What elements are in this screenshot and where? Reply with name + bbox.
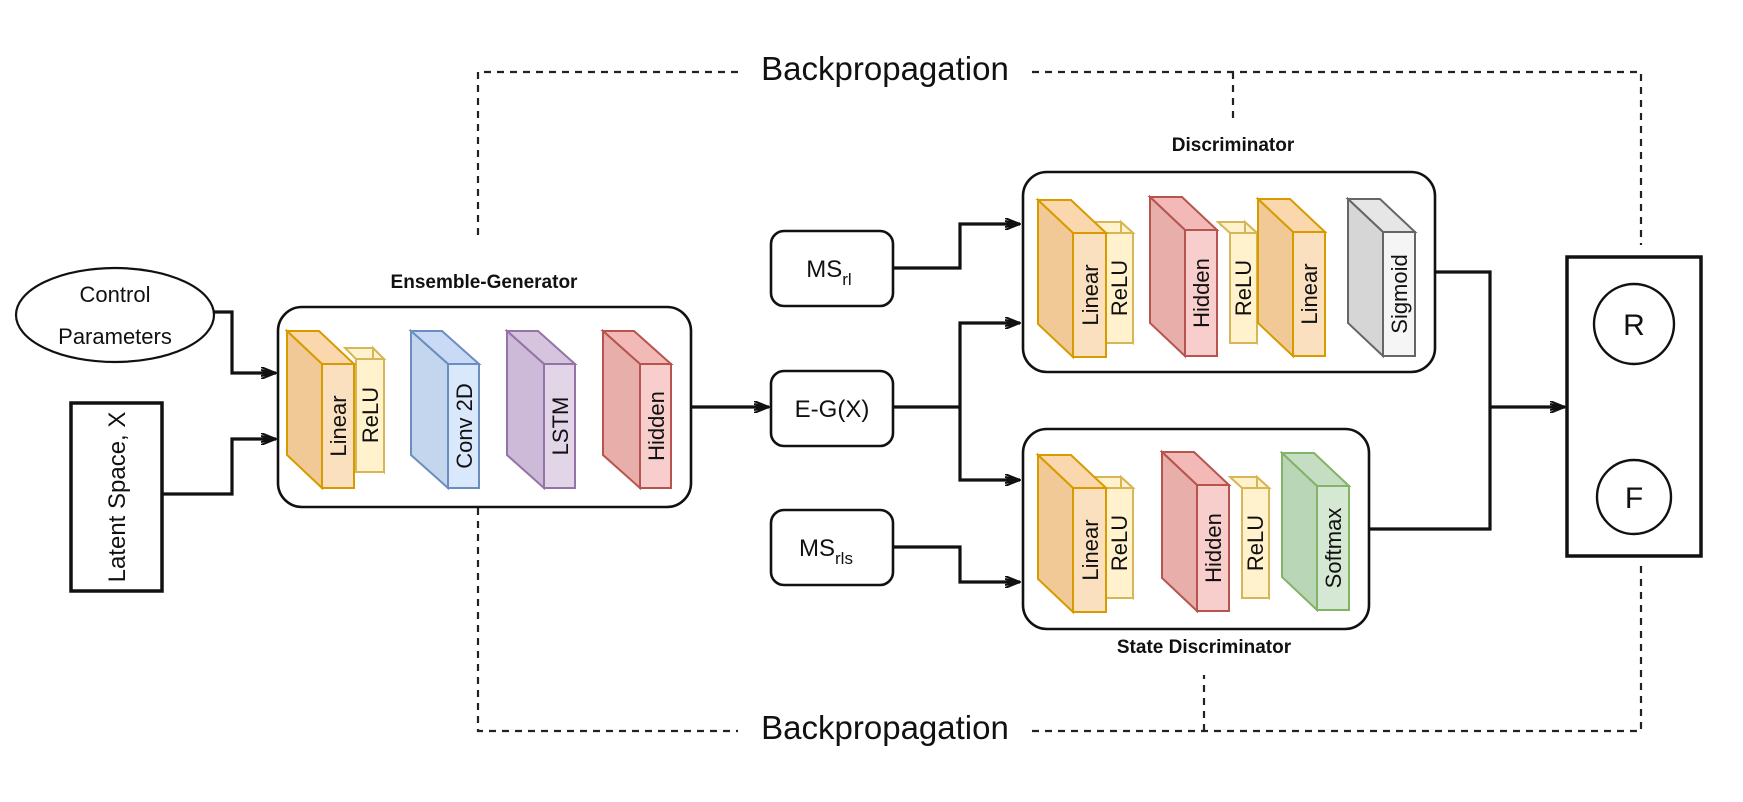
wire-state-discriminator-to-output xyxy=(1369,407,1492,531)
generator-title: Ensemble-Generator xyxy=(391,272,578,293)
backprop-label-bottom: Backpropagation xyxy=(761,709,1009,746)
discriminator-sigmoid-label: Sigmoid xyxy=(1387,254,1412,333)
state-softmax: Softmax xyxy=(1279,450,1352,613)
backprop-top: Backpropagation xyxy=(476,50,1643,245)
control-label-line2: Parameters xyxy=(58,324,172,349)
discriminator-hidden-label: Hidden xyxy=(1189,258,1214,328)
discriminator-linear2: Linear xyxy=(1255,196,1328,359)
discriminator-linear2-label: Linear xyxy=(1297,263,1322,324)
control-parameters-node: Control Parameters xyxy=(14,266,216,364)
ms-rls-node: MSrls xyxy=(769,508,895,587)
discriminator-relu2-label: ReLU xyxy=(1231,260,1256,316)
state-relu1-label: ReLU xyxy=(1107,515,1132,571)
ms-rl-label: MSrl xyxy=(806,256,851,289)
ms-rl-node: MSrl xyxy=(769,229,895,308)
discriminator-hidden-relu: ReLU Hidden xyxy=(1147,194,1260,359)
fake-label: F xyxy=(1625,482,1643,515)
control-label-line1: Control xyxy=(80,282,151,307)
wire-eg-to-state-discriminator xyxy=(958,407,1020,480)
state-hidden-label: Hidden xyxy=(1201,513,1226,583)
generator-relu-label: ReLU xyxy=(358,387,383,443)
state-softmax-label: Softmax xyxy=(1321,508,1346,589)
real-circle xyxy=(1592,282,1676,366)
state-linear-label: Linear xyxy=(1078,519,1103,580)
wire-msrls-to-state-discriminator xyxy=(893,545,1020,582)
real-label: R xyxy=(1623,309,1645,342)
ms-rls-label: MSrls xyxy=(799,535,853,568)
generator-lstm-label: LSTM xyxy=(548,397,573,456)
discriminator-relu1-label: ReLU xyxy=(1107,260,1132,316)
output-box: R F xyxy=(1565,255,1703,558)
wire-latent-to-generator xyxy=(162,439,276,496)
discriminator-linear-relu: ReLU Linear xyxy=(1035,197,1136,360)
discriminator-linear1-label: Linear xyxy=(1078,264,1103,325)
eg-label: E-G(X) xyxy=(795,396,870,423)
generator-hidden: Hidden xyxy=(600,328,674,491)
wire-eg-to-discriminator xyxy=(958,323,1020,407)
latent-space-node: Latent Space, X xyxy=(69,401,164,593)
wire-discriminator-to-output xyxy=(1435,270,1492,407)
state-linear-relu: ReLU Linear xyxy=(1035,452,1136,615)
eg-node: E-G(X) xyxy=(769,369,895,448)
discriminator-title: Discriminator xyxy=(1172,135,1295,156)
wire-msrl-to-discriminator xyxy=(893,224,1020,270)
generator-conv2d: Conv 2D xyxy=(408,328,482,491)
generator-linear-label: Linear xyxy=(326,395,351,456)
generator-conv2d-label: Conv 2D xyxy=(452,383,477,469)
backprop-bottom: Backpropagation xyxy=(476,508,1643,746)
generator-lstm: LSTM xyxy=(504,328,578,491)
generator-hidden-label: Hidden xyxy=(644,391,669,461)
backprop-label-top: Backpropagation xyxy=(761,50,1009,87)
wire-control-to-generator xyxy=(214,310,276,373)
fake-circle xyxy=(1595,458,1673,536)
latent-space-label: Latent Space, X xyxy=(104,412,131,583)
discriminator-sigmoid: Sigmoid xyxy=(1345,196,1418,359)
state-relu2-label: ReLU xyxy=(1243,515,1268,571)
generator-linear-relu: ReLU Linear xyxy=(284,328,387,491)
state-discriminator-title: State Discriminator xyxy=(1117,637,1292,658)
state-hidden-relu: ReLU Hidden xyxy=(1159,449,1272,614)
